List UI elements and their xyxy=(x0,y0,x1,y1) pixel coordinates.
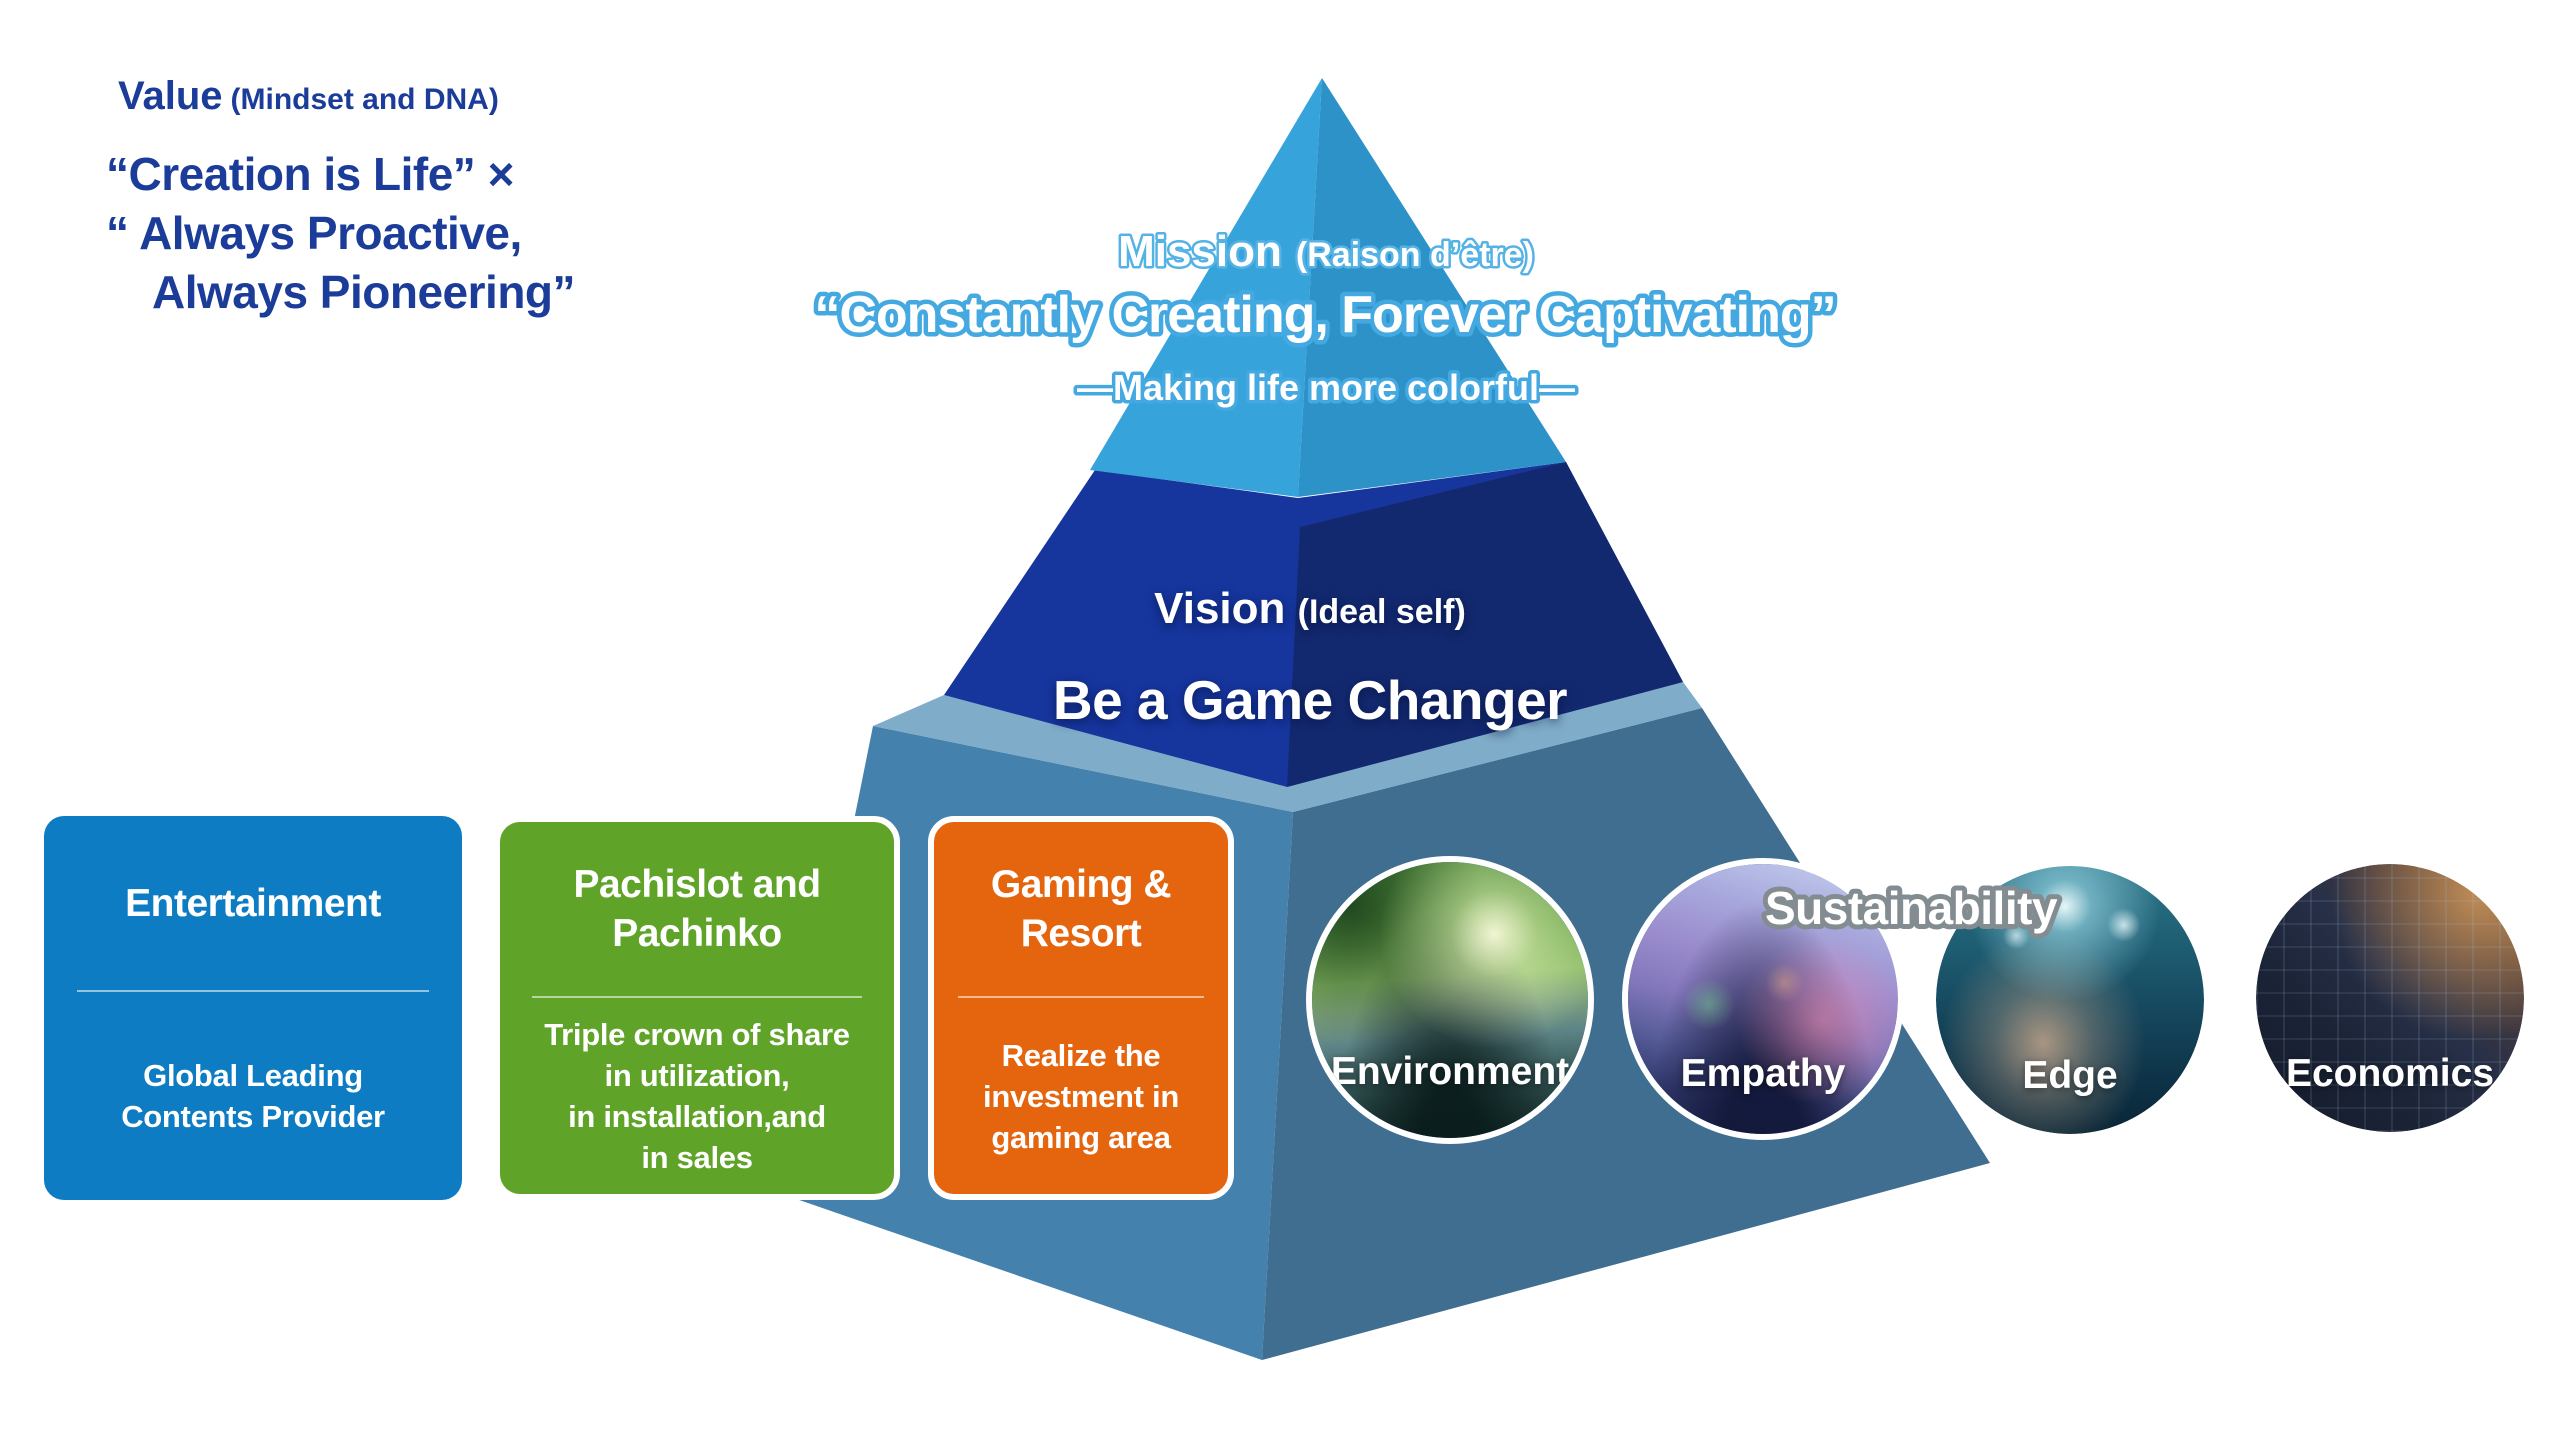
segment-title: Pachislot and Pachinko xyxy=(500,822,894,996)
circle-label: Edge xyxy=(2022,1054,2118,1097)
value-quote-line2: “ Always Proactive, xyxy=(106,207,522,259)
mission-quote: “Constantly Creating, Forever Captivatin… xyxy=(814,286,1835,344)
segment-title: Gaming & Resort xyxy=(934,822,1228,996)
segment-description: Global Leading Contents Provider xyxy=(44,992,462,1200)
mission-title: Mission xyxy=(1118,227,1282,276)
segment-title-line: Resort xyxy=(1020,912,1142,955)
pyramid-tier2-right-face xyxy=(1287,462,1683,787)
stock-charts-screen-photo xyxy=(2256,864,2524,1132)
value-quote-line3: Always Pioneering” xyxy=(152,266,576,318)
segment-card-gaming-resort[interactable]: Gaming & Resort Realize the investment i… xyxy=(928,816,1234,1200)
sustainability-circle-empathy[interactable]: Empathy xyxy=(1622,858,1904,1140)
segment-description-line: in utilization, xyxy=(604,1058,790,1093)
forest-stream-photo xyxy=(1312,862,1588,1138)
segment-description: Realize the investment in gaming area xyxy=(934,998,1228,1194)
segment-description-line: Global Leading xyxy=(143,1058,363,1093)
segment-description-line: gaming area xyxy=(991,1119,1171,1155)
segment-description-line: Realize the xyxy=(1001,1037,1161,1073)
circle-label: Empathy xyxy=(1680,1052,1846,1095)
vision-title: Vision xyxy=(1154,584,1286,633)
segment-card-pachislot-pachinko[interactable]: Pachislot and Pachinko Triple crown of s… xyxy=(494,816,900,1200)
segment-description-line: investment in xyxy=(983,1078,1179,1114)
sustainability-circle-economics[interactable]: Economics xyxy=(2250,858,2530,1138)
segment-title: Entertainment xyxy=(44,816,462,990)
value-heading-line: Value(Mindset and DNA) xyxy=(118,74,575,119)
segment-title-line: Entertainment xyxy=(125,881,381,925)
circle-label: Environment xyxy=(1330,1050,1570,1093)
segment-description-line: Triple crown of share xyxy=(544,1017,850,1052)
pyramid-tier1-right-face xyxy=(1298,78,1566,497)
segment-title-line: Pachinko xyxy=(612,912,782,955)
segment-description-line: in sales xyxy=(641,1140,753,1175)
segment-description-line: in installation,and xyxy=(568,1099,826,1134)
divider xyxy=(531,996,863,998)
segment-title-line: Gaming & xyxy=(990,863,1172,906)
value-quote-line1: “Creation is Life” × xyxy=(106,148,514,200)
sustainability-circle-environment[interactable]: Environment xyxy=(1306,856,1594,1144)
sustainability-circle-edge[interactable]: Edge xyxy=(1930,860,2210,1140)
value-heading: Value xyxy=(118,74,223,118)
value-quote: “Creation is Life” × “ Always Proactive,… xyxy=(106,145,576,322)
segment-title-line: Pachislot and xyxy=(573,863,821,906)
divider xyxy=(957,996,1205,998)
circle-label: Economics xyxy=(2285,1052,2495,1095)
concert-crowd-photo xyxy=(1628,864,1898,1134)
vision-title-note: (Ideal self) xyxy=(1297,593,1466,631)
pyramid-ledge xyxy=(873,682,1702,812)
segment-description: Triple crown of share in utilization, in… xyxy=(500,998,894,1194)
mission-tagline: —Making life more colorful— xyxy=(1077,367,1575,408)
pyramid-tier1-left-face xyxy=(1090,78,1322,497)
value-block: Value(Mindset and DNA) “Creation is Life… xyxy=(106,74,576,322)
vision-title-line: Vision (Ideal self) xyxy=(960,584,1660,634)
divider xyxy=(77,990,429,992)
vision-statement: Be a Game Changer xyxy=(1052,669,1568,731)
segment-card-entertainment[interactable]: Entertainment Global Leading Contents Pr… xyxy=(44,816,462,1200)
hand-touching-network-photo xyxy=(1936,866,2204,1134)
mission-title-line: Mission (Raison d’être) xyxy=(1118,227,1534,276)
mission-title-note: (Raison d’être) xyxy=(1296,236,1534,274)
segment-description-line: Contents Provider xyxy=(121,1099,385,1134)
vision-block: Vision (Ideal self) Be a Game Changer xyxy=(960,584,1660,732)
value-heading-note: (Mindset and DNA) xyxy=(230,83,499,116)
